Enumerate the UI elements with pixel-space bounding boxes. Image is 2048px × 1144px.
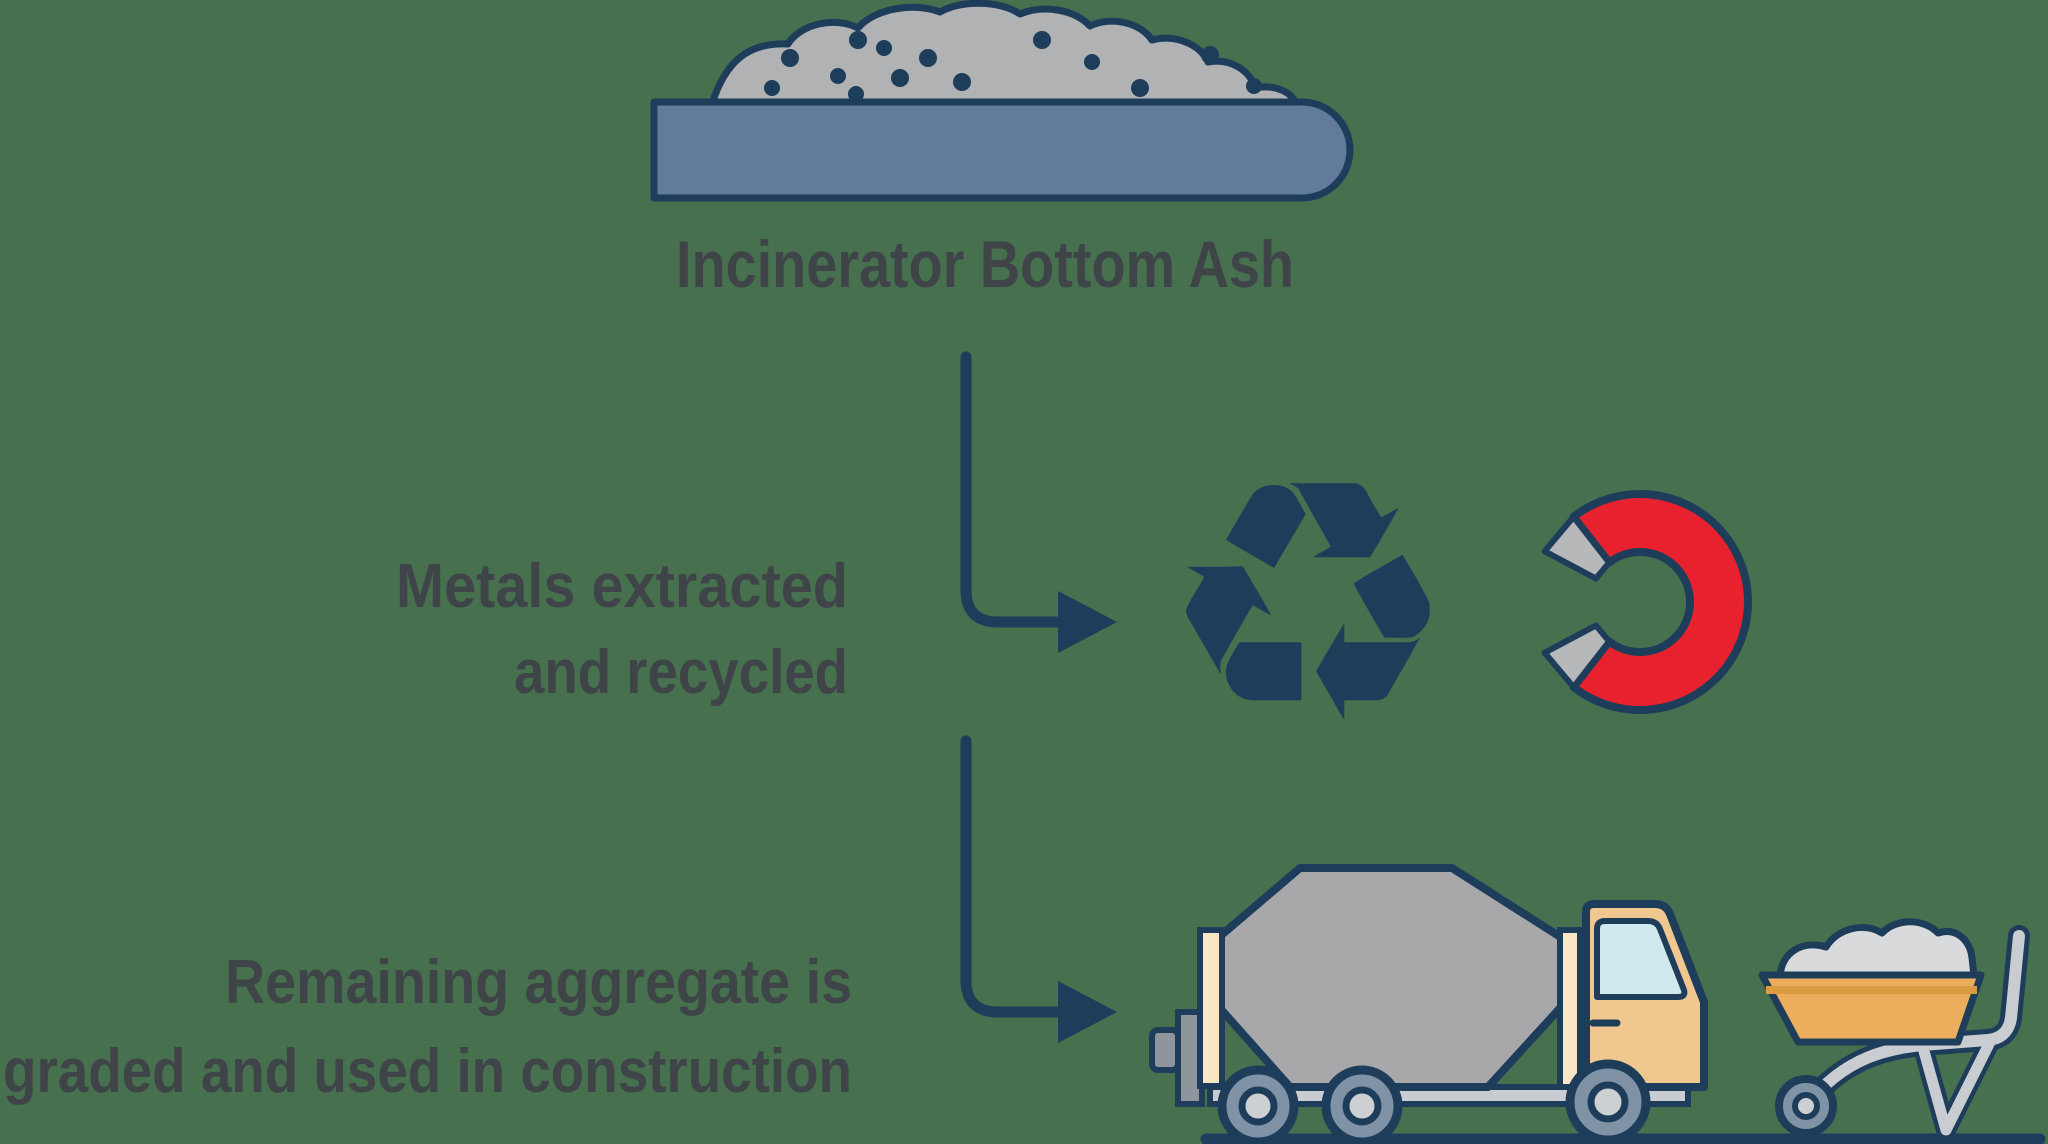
- wheelbarrow-icon: [1758, 918, 2030, 1140]
- label-metals-line2: and recycled: [514, 638, 848, 707]
- truck-window: [1594, 918, 1688, 1000]
- magnet-pole-bottom: [1541, 622, 1613, 691]
- truck-chute: [1557, 927, 1583, 1090]
- wheelbarrow-tray: [1758, 971, 1985, 1046]
- wheelbarrow-wheel: [1775, 1075, 1837, 1137]
- flow-arrow-aggregate: [960, 735, 1117, 1043]
- wheelbarrow-load: [1776, 918, 1978, 980]
- label-aggregate: Remaining aggregate is graded and used i…: [3, 948, 852, 1106]
- page-title: Incinerator Bottom Ash: [676, 227, 1294, 301]
- mixer-truck-icon: [1149, 864, 1708, 1144]
- ash-speckles: [764, 31, 1262, 102]
- recycle-icon: ♻: [1158, 409, 1458, 799]
- truck-wheels: [1217, 1059, 1651, 1144]
- conveyor-belt-icon: [650, 98, 1354, 202]
- magnet-pole-top: [1541, 513, 1613, 582]
- label-aggregate-line2: graded and used in construction: [3, 1037, 852, 1106]
- label-metals: Metals extracted and recycled: [396, 552, 848, 707]
- truck-rear-ladder: [1197, 927, 1225, 1089]
- mixer-drum: [1214, 864, 1566, 1091]
- label-aggregate-line1: Remaining aggregate is: [225, 948, 852, 1017]
- label-metals-line1: Metals extracted: [396, 552, 848, 621]
- flow-arrow-metals: [960, 351, 1117, 653]
- magnet-icon: [1541, 490, 1752, 714]
- ash-pile-icon: [708, 0, 1300, 108]
